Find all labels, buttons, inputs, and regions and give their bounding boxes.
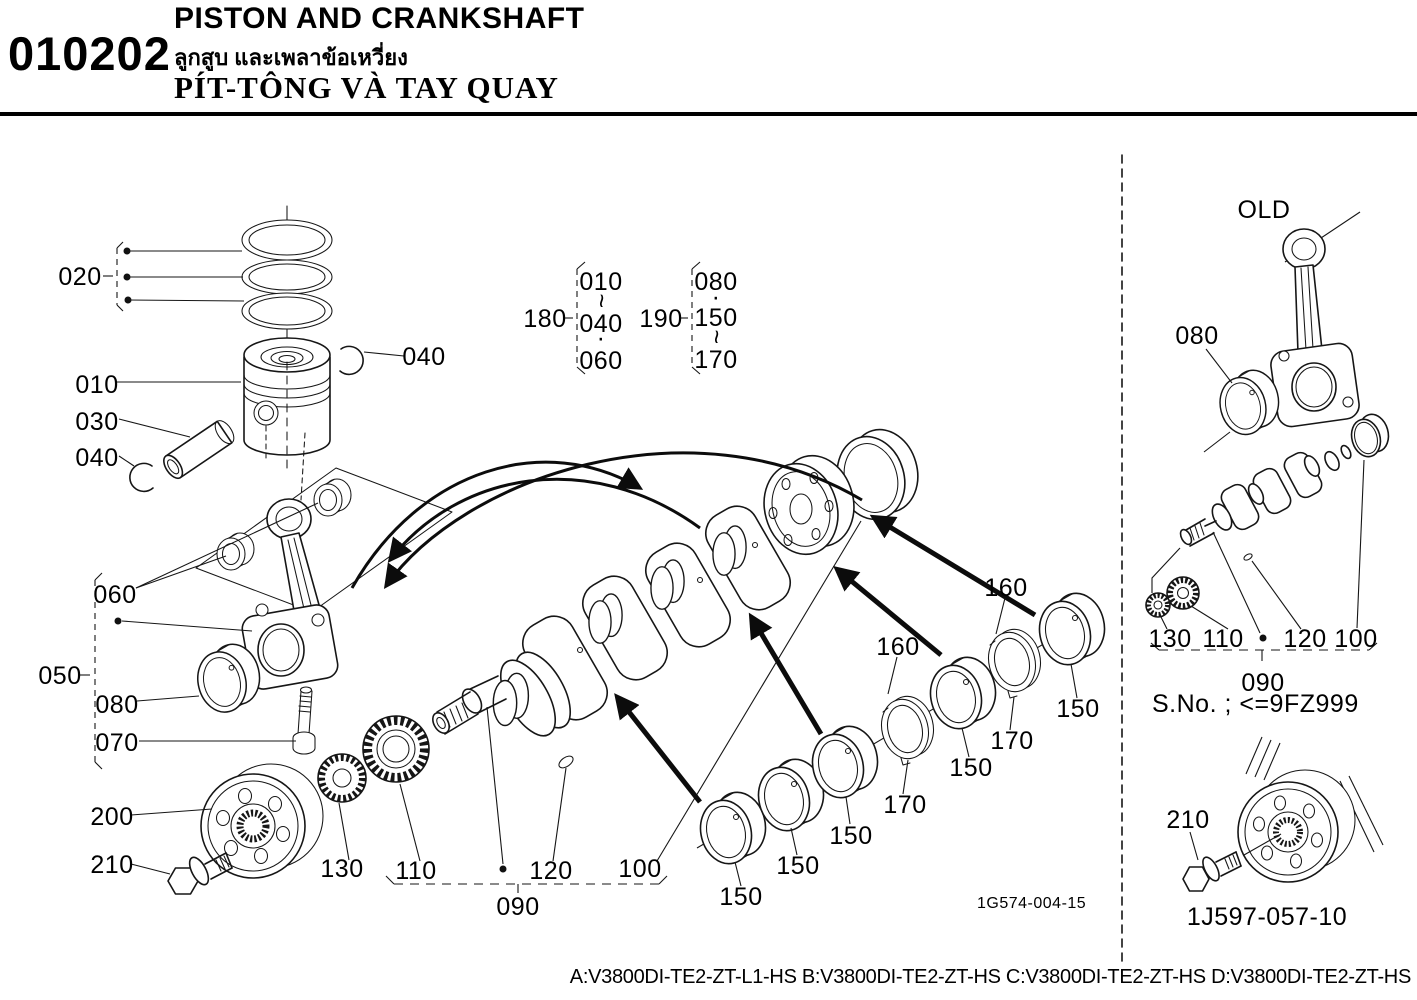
part-callout-100: 100 xyxy=(618,855,661,883)
part-callout-130: 130 xyxy=(1148,625,1191,653)
part-callout-040: 040 xyxy=(579,310,622,338)
piston-ring-oil xyxy=(241,292,333,330)
old-crankshaft xyxy=(1151,413,1390,593)
piston-pin xyxy=(163,420,235,480)
rod-bolt xyxy=(292,686,316,755)
part-callout-090: 090 xyxy=(496,893,539,921)
part-callout-150: 150 xyxy=(829,822,872,850)
piston-ring-middle xyxy=(241,259,333,295)
pulley xyxy=(200,773,306,879)
part-callout-180: 180 xyxy=(523,305,566,333)
part-callout-150: 150 xyxy=(694,304,737,332)
part-callout-120: 120 xyxy=(1283,625,1326,653)
old-gear-large xyxy=(1166,576,1200,610)
old-sleeve-100 xyxy=(1350,413,1390,458)
part-callout-210: 210 xyxy=(90,851,133,879)
connecting-rod-group xyxy=(190,467,453,755)
old-gear-small xyxy=(1145,592,1171,618)
part-callout-150: 150 xyxy=(1056,695,1099,723)
part-callout-120: 120 xyxy=(529,857,572,885)
assembly-arrows xyxy=(350,451,1037,804)
part-callout-150: 150 xyxy=(776,852,819,880)
part-callout-110: 110 xyxy=(395,857,436,885)
part-callout-160: 160 xyxy=(984,574,1027,602)
part-callout-080: 080 xyxy=(1175,322,1218,350)
part-callout-080: 080 xyxy=(95,691,138,719)
model-applicability: A:V3800DI-TE2-ZT-L1-HS B:V3800DI-TE2-ZT-… xyxy=(569,966,1412,988)
page-title-vietnamese: PÍT-TÔNG VÀ TAY QUAY xyxy=(174,70,559,105)
header-rule xyxy=(0,112,1417,116)
part-callout-110: 110 xyxy=(1202,625,1243,653)
part-callout-010: 010 xyxy=(75,371,118,399)
figure-code-inset: 1J597-057-10 xyxy=(1187,903,1347,931)
part-callout-·: · xyxy=(712,283,721,311)
part-callout-~: ~ xyxy=(587,293,615,308)
part-callout-130: 130 xyxy=(320,855,363,883)
part-callout-150: 150 xyxy=(949,754,992,782)
piston xyxy=(243,337,331,501)
part-callout-030: 030 xyxy=(75,408,118,436)
old-connecting-rod xyxy=(1270,211,1361,428)
part-callout-200: 200 xyxy=(90,803,133,831)
crankshaft xyxy=(432,428,919,769)
part-callout-170: 170 xyxy=(694,346,737,374)
part-callout-040: 040 xyxy=(402,343,445,371)
main-bearing-150 xyxy=(1032,587,1112,671)
crank-rear-flange xyxy=(763,454,855,556)
part-callout-·: · xyxy=(597,324,606,352)
part-callout-210: 210 xyxy=(1166,806,1209,834)
page-title-thai: ลูกสูบ และเพลาข้อเหวี่ยง xyxy=(174,45,408,70)
serial-note: S.No. ; <=9FZ999 xyxy=(1152,690,1359,718)
part-callout-020: 020 xyxy=(58,263,101,291)
crank-nose xyxy=(432,675,507,735)
small-end-bushing xyxy=(216,532,255,571)
thrust-washer-160-170 xyxy=(874,690,941,766)
part-callout-190: 190 xyxy=(639,305,682,333)
part-callout-100: 100 xyxy=(1334,625,1377,653)
part-callout-090: 090 xyxy=(1241,669,1284,697)
old-flywheel xyxy=(1237,736,1384,883)
part-callout-170: 170 xyxy=(990,727,1033,755)
part-callout-~: ~ xyxy=(702,329,730,344)
part-callout-060: 060 xyxy=(93,581,136,609)
small-end-bushing-2 xyxy=(313,478,352,517)
part-callout-010: 010 xyxy=(579,268,622,296)
leader-lines xyxy=(78,241,1078,893)
part-callout-170: 170 xyxy=(883,791,926,819)
crank-gear-small xyxy=(317,753,367,803)
circlip-right xyxy=(339,345,364,376)
part-callout-080: 080 xyxy=(694,268,737,296)
section-code: 010202 xyxy=(8,27,171,80)
crank-gear-large xyxy=(362,715,430,783)
part-callout-070: 070 xyxy=(95,729,138,757)
part-callout-060: 060 xyxy=(579,347,622,375)
old-panel xyxy=(1145,211,1390,892)
part-callout-150: 150 xyxy=(719,883,762,911)
old-pulley-bolt xyxy=(1182,851,1242,892)
circlip-left xyxy=(129,462,154,493)
piston-group xyxy=(129,205,364,501)
figure-code-main: 1G574-004-15 xyxy=(977,895,1086,912)
part-callout-160: 160 xyxy=(876,633,919,661)
piston-ring-top xyxy=(241,219,333,261)
page-title: PISTON AND CRANKSHAFT xyxy=(174,2,585,35)
part-callout-050: 050 xyxy=(38,662,81,690)
part-callout-040: 040 xyxy=(75,444,118,472)
pulley-bolt xyxy=(167,852,233,895)
pulley-group xyxy=(167,715,430,895)
crank-key xyxy=(558,755,574,769)
old-label: OLD xyxy=(1238,196,1291,224)
callout-layer: 020010030040040180010~040·060190080·150~… xyxy=(38,263,1377,921)
